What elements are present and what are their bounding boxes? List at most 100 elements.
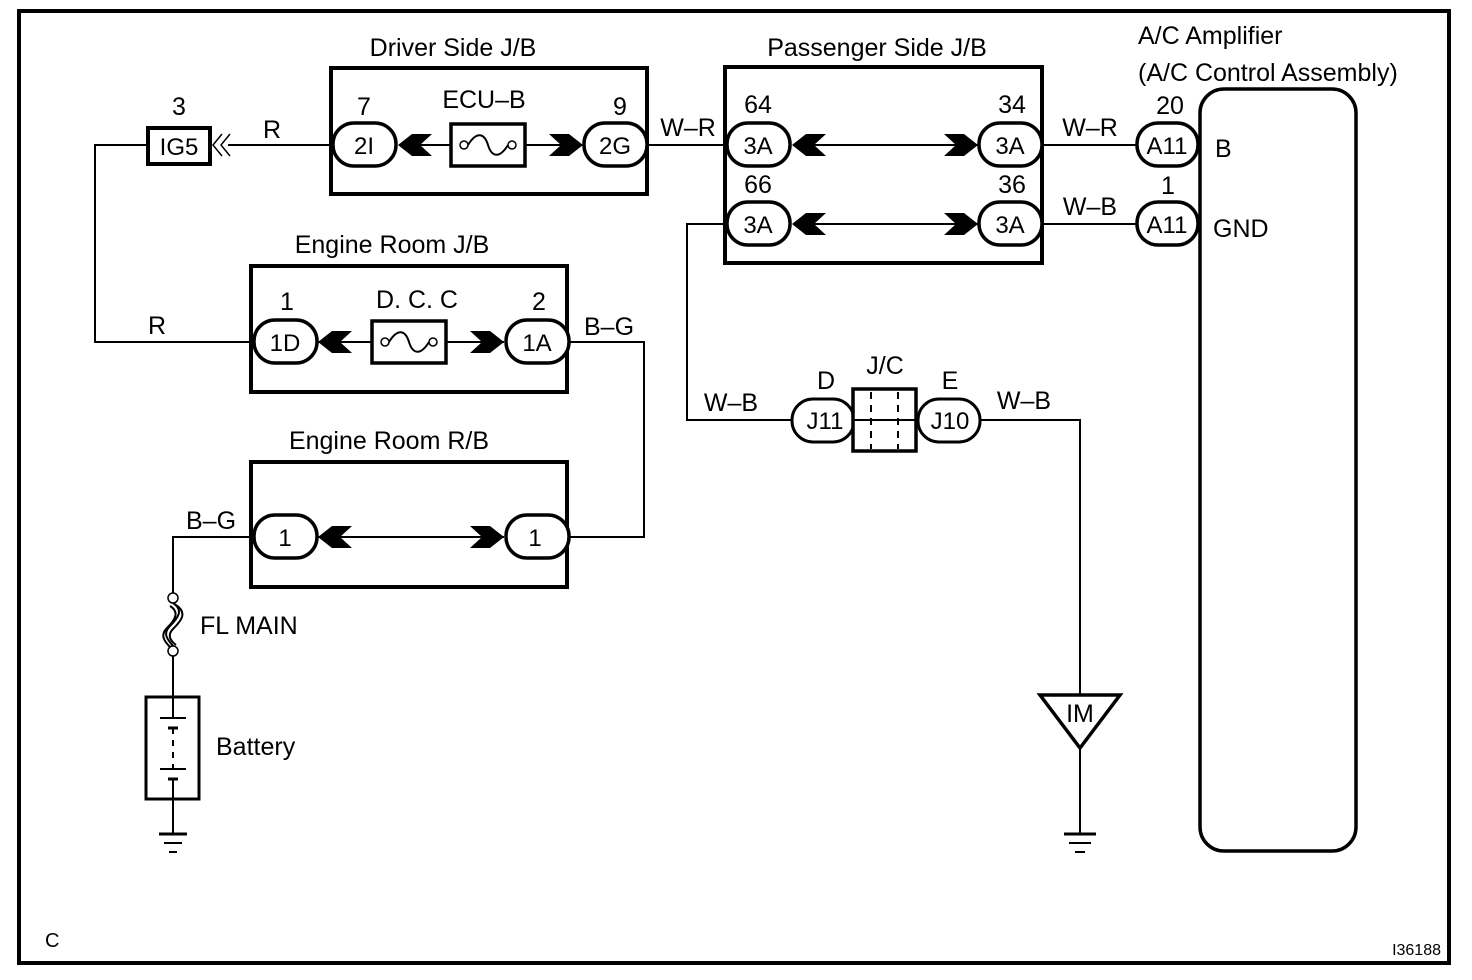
amplifier-subtitle: (A/C Control Assembly)	[1138, 59, 1398, 87]
fusible-link-icon	[162, 602, 184, 648]
wire-color-driver-passenger: W–R	[660, 114, 716, 142]
fl-main-label: FL MAIN	[200, 612, 298, 640]
passenger-side-jb: Passenger Side J/B 64 3A 34 3A 66 3A 36 …	[723, 34, 1044, 265]
wire-color-passenger-amp-b: W–R	[1062, 114, 1118, 142]
driver-jb-right-pin: 9	[613, 93, 627, 121]
female-terminal-arrow-icon	[792, 134, 826, 156]
battery-cell-icon	[160, 697, 186, 799]
connector-rb-right	[504, 513, 571, 560]
passenger-jb-pin-36: 36	[998, 171, 1026, 199]
wire-color-rb-left: B–G	[186, 507, 236, 535]
jc-right-pin: E	[942, 367, 959, 395]
connector-a11-b	[1135, 121, 1200, 168]
amplifier-pin-20: 20	[1156, 92, 1184, 120]
amplifier-conn-label: A11	[1147, 133, 1188, 160]
wire-color-passenger-jc: W–B	[704, 389, 758, 417]
fuse-symbol-icon	[380, 331, 438, 353]
engine-jb-title: Engine Room J/B	[295, 231, 490, 259]
connector-rb-left	[252, 513, 319, 560]
male-terminal-arrow-icon	[944, 213, 978, 235]
engine-jb-right-pin: 2	[532, 288, 546, 316]
male-terminal-arrow-icon	[470, 526, 504, 548]
passenger-jb-pin-34: 34	[998, 91, 1026, 119]
engine-jb-right-conn-label: 1A	[522, 330, 551, 357]
wire-jc-to-im	[980, 419, 1081, 697]
connector-1a	[504, 318, 571, 365]
amplifier-terminal-b: B	[1215, 135, 1232, 163]
wire-engine-jb-to-rb	[569, 341, 645, 538]
engine-rb-title: Engine Room R/B	[289, 427, 489, 455]
engine-rb-left-conn-label: 1	[278, 525, 291, 552]
connector-2g	[582, 121, 649, 168]
passenger-jb-conn-label: 3A	[995, 133, 1024, 160]
connector-3a-36	[977, 200, 1044, 247]
passenger-jb-pin-64: 64	[744, 91, 772, 119]
amplifier-conn-label: A11	[1147, 212, 1188, 239]
amplifier-pin-1: 1	[1161, 172, 1175, 200]
connector-2i	[331, 121, 398, 168]
female-terminal-arrow-icon	[318, 331, 352, 353]
connector-j10	[916, 397, 982, 444]
jc-title: J/C	[866, 352, 904, 380]
ig5-box	[146, 126, 212, 166]
ground-icon	[159, 832, 187, 853]
wire-passenger-to-jc	[686, 223, 792, 421]
passenger-jb-box	[723, 65, 1044, 265]
male-terminal-arrow-icon	[470, 331, 504, 353]
connector-1d	[252, 318, 319, 365]
wire-color-engine-jb-left: R	[148, 312, 166, 340]
engine-room-jb: Engine Room J/B R 1 1D D. C. C 2 1A	[148, 231, 571, 394]
ground-point-triangle-icon	[1036, 693, 1124, 751]
connector-3a-64	[725, 121, 792, 168]
engine-rb-right-conn-label: 1	[528, 525, 541, 552]
passenger-jb-pin-66: 66	[744, 171, 772, 199]
male-terminal-arrow-icon	[549, 134, 583, 156]
amplifier-title: A/C Amplifier	[1138, 22, 1282, 50]
engine-room-rb: Engine Room R/B B–G 1 1	[186, 427, 571, 589]
diagram-frame	[17, 9, 1451, 965]
female-terminal-arrow-icon	[398, 134, 432, 156]
engine-jb-left-conn-label: 1D	[270, 330, 301, 357]
fuse-symbol-icon	[459, 134, 517, 156]
wire-rb-to-fl-main	[172, 536, 253, 593]
open-connector-chevron-icon	[212, 133, 231, 157]
ground-point-label: IM	[1066, 700, 1094, 728]
ig5-label: IG5	[160, 134, 199, 161]
male-terminal-arrow-icon	[944, 134, 978, 156]
connector-3a-34	[977, 121, 1044, 168]
jc-left-pin: D	[817, 367, 835, 395]
jc-right-conn-label: J10	[931, 408, 970, 435]
wire-color-jc-ground: W–B	[997, 387, 1051, 415]
ig5-pin: 3	[172, 93, 186, 121]
driver-side-jb: Driver Side J/B 7 2I ECU–B 9 2G	[329, 34, 649, 196]
wire-color-passenger-amp-gnd: W–B	[1063, 193, 1117, 221]
ac-amplifier: A/C Amplifier (A/C Control Assembly) 20 …	[1135, 22, 1398, 853]
amplifier-terminal-gnd: GND	[1213, 215, 1269, 243]
ground-icon	[1064, 832, 1096, 853]
driver-jb-fuse-label: ECU–B	[442, 86, 525, 114]
jc-left-conn-label: J11	[807, 408, 844, 435]
figure-id: I36188	[1392, 942, 1441, 959]
driver-jb-title: Driver Side J/B	[370, 34, 537, 62]
passenger-jb-title: Passenger Side J/B	[767, 34, 987, 62]
battery-label: Battery	[216, 733, 296, 761]
female-terminal-arrow-icon	[792, 213, 826, 235]
passenger-jb-conn-label: 3A	[743, 212, 772, 239]
ground-point-im: IM	[1036, 693, 1124, 751]
driver-jb-box	[329, 66, 649, 196]
passenger-jb-conn-label: 3A	[995, 212, 1024, 239]
fl-main: FL MAIN	[162, 592, 298, 657]
amplifier-box	[1198, 87, 1358, 853]
figure-letter: C	[45, 930, 59, 952]
passenger-jb-conn-label: 3A	[743, 133, 772, 160]
engine-jb-fuse-label: D. C. C	[376, 286, 458, 314]
battery: Battery	[144, 695, 296, 801]
driver-jb-left-pin: 7	[357, 93, 371, 121]
wire-color-ig5-driver: R	[263, 116, 281, 144]
female-terminal-arrow-icon	[318, 526, 352, 548]
connector-a11-gnd	[1135, 200, 1200, 247]
wire-ig5-to-engine-jb	[94, 144, 253, 343]
driver-jb-right-conn-label: 2G	[599, 133, 631, 160]
engine-jb-left-pin: 1	[280, 288, 294, 316]
